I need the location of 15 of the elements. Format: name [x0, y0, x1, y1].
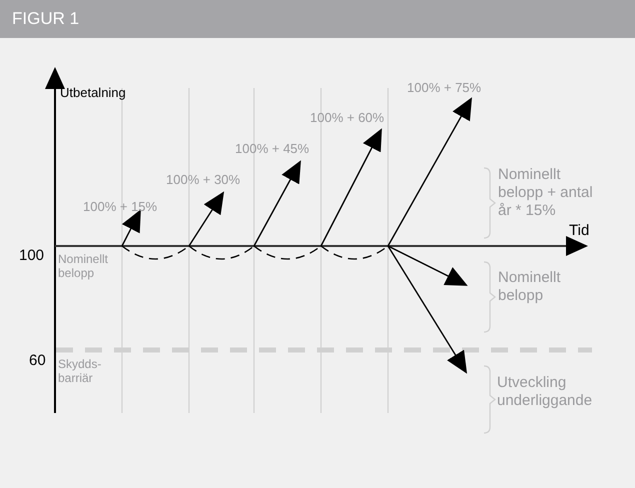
axis-label: Tid [569, 222, 590, 240]
annotation-text: Skydds- barriär [58, 357, 102, 386]
figure-title: FIGUR 1 [12, 9, 80, 29]
tick-label: 60 [29, 352, 46, 370]
value-label: 100% + 45% [235, 141, 310, 157]
axis-label: Utbetalning [60, 85, 126, 101]
value-label: 100% + 15% [83, 199, 158, 215]
value-label: 100% + 60% [310, 110, 384, 126]
annotation-text: Utveckling underliggande [497, 374, 594, 410]
annotation-text: Nominellt belopp [58, 252, 110, 281]
annotation-text: Nominellt belopp [498, 269, 562, 305]
tick-label: 100 [19, 247, 44, 265]
value-label: 100% + 75% [407, 80, 482, 96]
annotation-text: Nominellt belopp + antal år * 15% [498, 166, 594, 220]
value-label: 100% + 30% [166, 172, 240, 188]
